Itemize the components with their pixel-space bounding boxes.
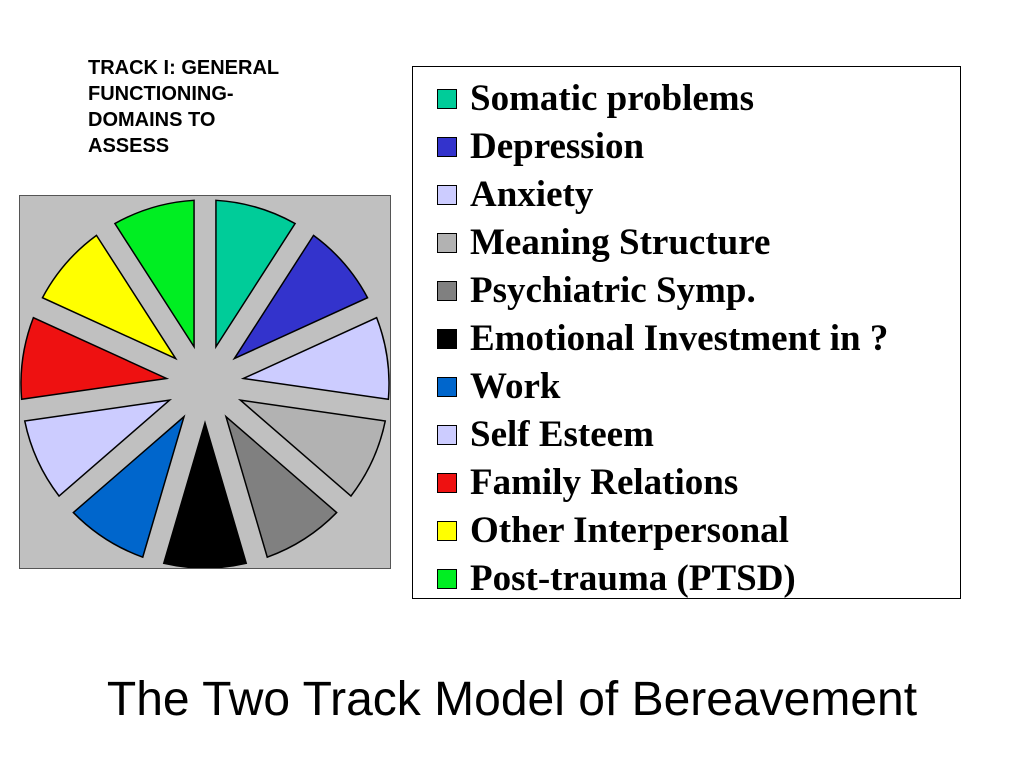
legend-item-meaning-structure: Meaning Structure xyxy=(437,219,960,267)
legend-swatch xyxy=(437,89,457,109)
legend-label: Psychiatric Symp. xyxy=(470,270,756,311)
legend-label: Work xyxy=(470,366,561,407)
legend-item-somatic-problems: Somatic problems xyxy=(437,75,960,123)
legend-label: Meaning Structure xyxy=(470,222,771,263)
wheel-segment-work xyxy=(72,414,186,559)
legend-label: Emotional Investment in ? xyxy=(470,318,889,359)
legend-label: Anxiety xyxy=(470,174,594,215)
wheel-segment-other-interpersonal xyxy=(41,234,178,361)
legend-label: Family Relations xyxy=(470,462,739,503)
legend-item-family-relations: Family Relations xyxy=(437,459,960,507)
legend-swatch xyxy=(437,377,457,397)
legend-swatch xyxy=(437,473,457,493)
legend-label: Post-trauma (PTSD) xyxy=(470,558,796,599)
legend-label: Somatic problems xyxy=(470,78,755,119)
wheel-segment-psychiatric-symp xyxy=(224,414,338,559)
legend-item-psychiatric-symp: Psychiatric Symp. xyxy=(437,267,960,315)
legend-swatch xyxy=(437,521,457,541)
wheel-segment-post-trauma xyxy=(113,199,195,350)
legend-label: Depression xyxy=(470,126,645,167)
legend-swatch xyxy=(437,281,457,301)
legend-item-work: Work xyxy=(437,363,960,411)
legend-swatch xyxy=(437,137,457,157)
legend-item-self-esteem: Self Esteem xyxy=(437,411,960,459)
legend-item-depression: Depression xyxy=(437,123,960,171)
wheel-segment-somatic-problems xyxy=(215,199,297,350)
legend-item-emotional-investment: Emotional Investment in ? xyxy=(437,315,960,363)
legend-swatch xyxy=(437,569,457,589)
legend-item-other-interpersonal: Other Interpersonal xyxy=(437,507,960,555)
wheel-segment-depression xyxy=(232,234,369,361)
legend-item-anxiety: Anxiety xyxy=(437,171,960,219)
legend-swatch xyxy=(437,185,457,205)
legend-swatch xyxy=(437,329,457,349)
legend-swatch xyxy=(437,233,457,253)
wheel-segment-anxiety xyxy=(240,316,390,401)
wheel-segment-meaning-structure xyxy=(237,399,387,498)
domain-legend: Somatic problems Depression Anxiety Mean… xyxy=(412,66,961,599)
wheel-segment-family-relations xyxy=(20,316,170,401)
domain-wheel-graphic xyxy=(20,199,390,568)
main-title: The Two Track Model of Bereavement xyxy=(106,673,918,726)
legend-item-post-trauma: Post-trauma (PTSD) xyxy=(437,555,960,603)
legend-label: Self Esteem xyxy=(470,414,654,455)
wheel-segment-self-esteem xyxy=(23,399,173,498)
legend-label: Other Interpersonal xyxy=(470,510,789,551)
track-title: TRACK I: GENERAL FUNCTIONING- DOMAINS TO… xyxy=(88,57,280,157)
wheel-segment-emotional-investment xyxy=(162,420,248,568)
legend-swatch xyxy=(437,425,457,445)
domain-wheel xyxy=(19,195,391,569)
